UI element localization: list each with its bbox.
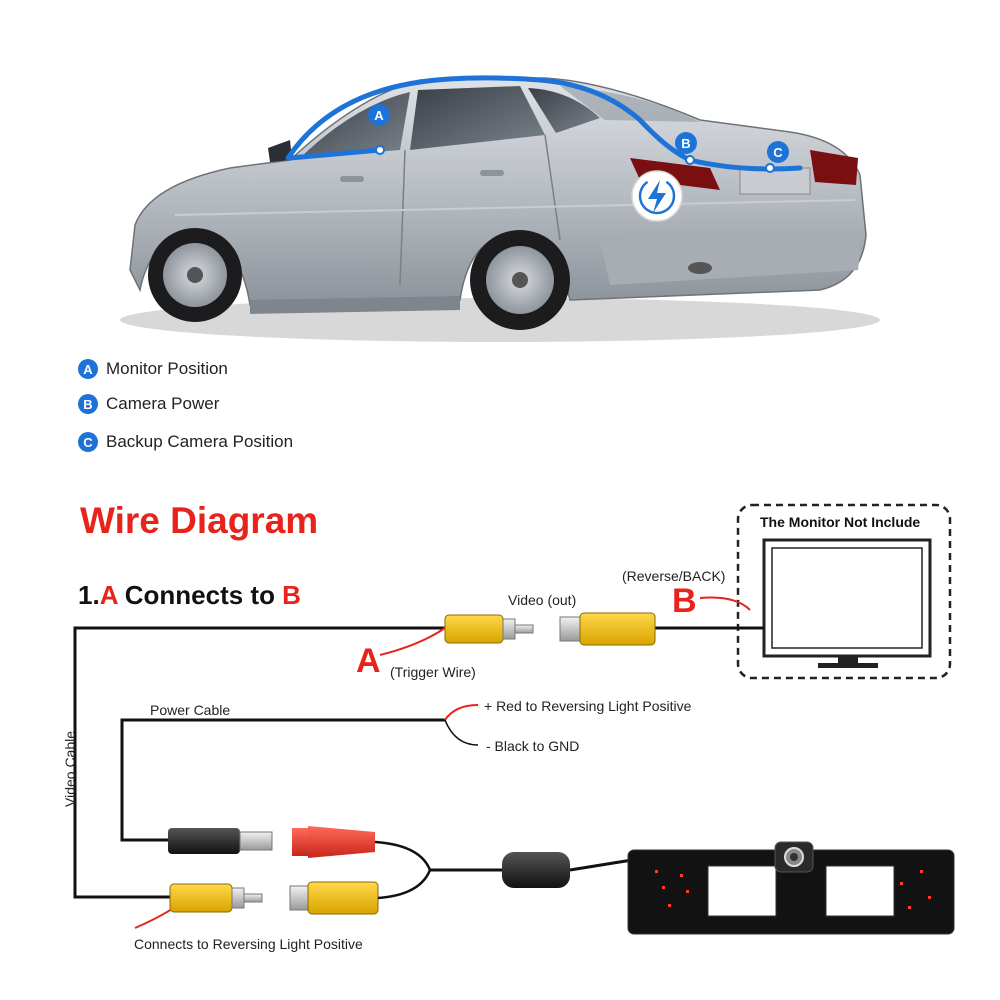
letter-b: B	[672, 582, 697, 620]
car-door-line	[399, 149, 406, 286]
car-door-handle	[480, 170, 504, 176]
camera-cable-end	[569, 858, 633, 872]
marker-a: A	[368, 104, 390, 126]
red-positive-label: + Red to Reversing Light Positive	[484, 698, 692, 714]
car-license-plate	[739, 167, 811, 195]
rca-male-plug-bottom	[169, 883, 263, 913]
diagram-subtitle: 1.A Connects to B	[78, 580, 301, 611]
reverse-pointer	[699, 596, 751, 611]
route-point-c	[765, 163, 775, 173]
legend-label: Backup Camera Position	[106, 432, 294, 451]
power-cable-line	[120, 718, 445, 842]
route-point-a	[375, 145, 385, 155]
car-wheel-rear	[470, 230, 570, 330]
legend-item-camera-power: B Camera Power	[78, 394, 219, 414]
marker-a-label: A	[374, 108, 384, 123]
subtitle-mid: Connects to	[117, 580, 283, 610]
video-cable-label: Video Cable	[62, 730, 78, 807]
marker-c-label: C	[773, 145, 783, 160]
power-cable-label: Power Cable	[150, 702, 231, 718]
video-out-label: Video (out)	[508, 592, 577, 608]
subtitle-a: A	[99, 580, 118, 610]
legend-item-backup-camera-position: C Backup Camera Position	[78, 432, 293, 452]
cable-filter-box	[502, 852, 570, 888]
car-window-quarter	[528, 88, 600, 133]
car-wheel-front	[148, 228, 242, 322]
wiring-route-branch	[287, 147, 383, 161]
license-plate-camera	[627, 841, 955, 935]
legend-label: Monitor Position	[106, 359, 228, 378]
car-door-handle	[340, 176, 364, 182]
car-window-rear	[410, 86, 545, 150]
legend-label: Camera Power	[106, 394, 220, 413]
rca-male-plug-top	[444, 614, 534, 644]
subtitle-prefix: 1.	[78, 580, 100, 610]
dc-male-plug	[168, 828, 273, 854]
letter-a: A	[356, 642, 381, 680]
car-exhaust	[688, 262, 712, 274]
car-rocker	[250, 296, 460, 314]
connects-reversing-label: Connects to Reversing Light Positive	[134, 936, 363, 952]
marker-b-label: B	[681, 136, 690, 151]
black-gnd-label: - Black to GND	[486, 738, 580, 754]
video-cable-line	[73, 626, 445, 899]
trigger-pointer	[379, 627, 446, 656]
reverse-back-label: (Reverse/BACK)	[622, 568, 726, 584]
red-wire	[444, 704, 479, 721]
car-door-line	[544, 134, 561, 241]
black-wire	[444, 719, 479, 746]
route-point-b	[685, 155, 695, 165]
wiring-route-line	[285, 75, 803, 172]
car-tail-light-right	[810, 150, 858, 185]
camera-cable-lower	[377, 869, 432, 900]
rca-female-jack-bottom	[289, 881, 379, 915]
car-body-crease	[174, 199, 856, 216]
car-illustration	[120, 75, 880, 342]
marker-c: C	[767, 141, 789, 163]
monitor-icon	[762, 538, 932, 668]
legend-badge-a: A	[78, 359, 98, 379]
trigger-wire-label: (Trigger Wire)	[390, 664, 476, 680]
car-tail-light-left	[630, 158, 720, 190]
legend-badge-b: B	[78, 394, 98, 414]
subtitle-b: B	[282, 580, 301, 610]
marker-b: B	[675, 132, 697, 154]
legend-item-monitor-position: A Monitor Position	[78, 359, 228, 379]
diagram-title: Wire Diagram	[80, 500, 319, 541]
car-rear-bumper	[600, 232, 862, 285]
monitor-box	[736, 503, 952, 680]
monitor-note: The Monitor Not Include	[760, 514, 921, 530]
rca-female-jack-top	[559, 612, 656, 646]
camera-cable-upper	[374, 840, 432, 871]
legend-badge-c: C	[78, 432, 98, 452]
power-bolt-icon	[631, 170, 683, 222]
dc-female-jack	[292, 826, 375, 858]
